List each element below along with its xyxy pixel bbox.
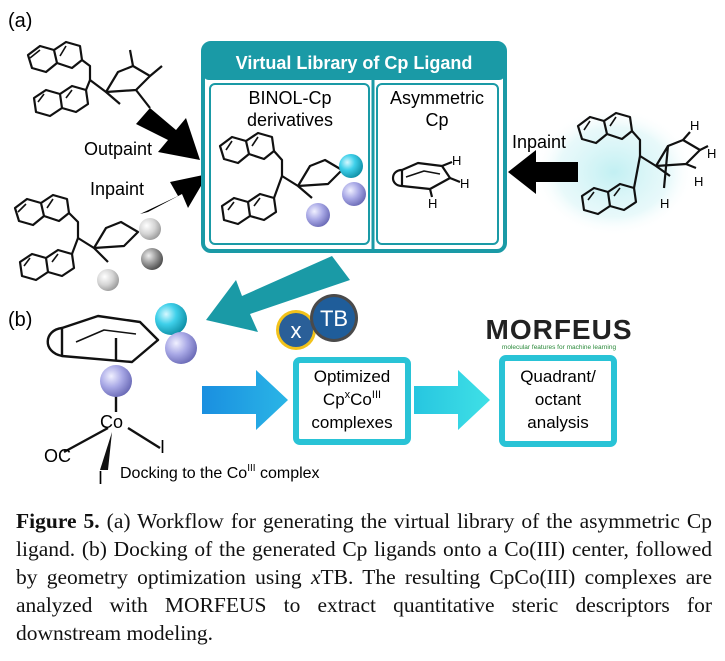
outpaint-arrow: [136, 108, 200, 160]
caption-xtb-rest: TB: [320, 565, 348, 589]
inpaint-arrow-left: [140, 174, 208, 214]
optimized-line2: CpxCoIII: [323, 389, 381, 409]
morfeus-tagline: molecular features for machine learning: [502, 344, 617, 351]
xtb-logo-x: x: [291, 318, 302, 343]
figure-caption: Figure 5. (a) Workflow for generating th…: [16, 507, 712, 647]
xtb-logo: x TB: [276, 294, 358, 350]
binol-cp-label-line2: derivatives: [247, 110, 333, 130]
atom-h: H: [694, 174, 703, 189]
atom-oc: OC: [44, 446, 71, 466]
optimized-complexes-box: [293, 357, 411, 445]
optimized-line1: Optimized: [314, 367, 391, 386]
docking-caption: Docking to the CoIII complex: [120, 463, 320, 482]
atom-co: Co: [100, 412, 123, 432]
analysis-box: [499, 355, 617, 447]
library-to-docking-arrow: [206, 256, 350, 332]
outpaint-label: Outpaint: [84, 139, 152, 159]
inpaint-arrow-right: [508, 150, 578, 194]
analysis-line3: analysis: [527, 413, 588, 432]
gray-sphere: [141, 248, 163, 270]
lavender-sphere: [342, 182, 366, 206]
cyan-sphere: [339, 154, 363, 178]
binol-cp-molecule-top-left: [26, 40, 163, 118]
binol-cp-molecule-bottom-left: [13, 193, 140, 282]
lavender-sphere: [100, 365, 132, 397]
morfeus-logo: MORFEUS molecular features for machine l…: [486, 314, 633, 351]
virtual-library-header: [203, 43, 505, 80]
xtb-logo-tb: TB: [320, 306, 348, 331]
analysis-line1: Quadrant/: [520, 367, 596, 386]
atom-h: H: [690, 118, 699, 133]
inpaint-label-left: Inpaint: [90, 179, 144, 199]
docking-to-optimized-arrow: [202, 370, 288, 430]
binol-cp-label-line1: BINOL-Cp: [248, 88, 331, 108]
optimized-to-analysis-arrow: [414, 370, 490, 430]
panel-label-b: (b): [8, 309, 32, 331]
asymmetric-cp-label-line1: Asymmetric: [390, 88, 484, 108]
caption-xtb-x: x: [310, 565, 321, 589]
lavender-sphere: [306, 203, 330, 227]
cyan-sphere: [155, 303, 187, 335]
atom-h: H: [428, 196, 437, 211]
molecule-glow: [534, 108, 694, 236]
atom-h: H: [460, 176, 469, 191]
gray-sphere: [139, 218, 161, 240]
analysis-line2: octant: [535, 390, 582, 409]
cp-co-complex: [46, 314, 161, 454]
atom-iodine: I: [160, 437, 165, 457]
library-inner-right: [376, 83, 499, 245]
gray-sphere: [97, 269, 119, 291]
binol-cp-molecule-right: [576, 111, 709, 216]
morfeus-logo-text: MORFEUS: [486, 314, 633, 345]
asymmetric-cp-molecule: [391, 160, 461, 198]
workflow-diagram: (a) (b) Outpaint Inpaint Virtual Library…: [8, 10, 716, 488]
wedge-bond: [100, 432, 112, 470]
inpaint-label-right: Inpaint: [512, 132, 566, 152]
library-inner-left: [209, 83, 370, 245]
caption-text-part1: (a) Workflow for generating the virtual …: [16, 509, 712, 589]
atom-h: H: [452, 153, 461, 168]
optimized-line3: complexes: [311, 413, 392, 432]
atom-h: H: [660, 196, 669, 211]
asymmetric-cp-label-line2: Cp: [425, 110, 448, 130]
atom-h: H: [707, 146, 716, 161]
virtual-library-title: Virtual Library of Cp Ligand: [236, 53, 473, 73]
lavender-sphere: [165, 332, 197, 364]
binol-cp-molecule-library: [218, 131, 344, 226]
figure-label: Figure 5.: [16, 509, 100, 533]
atom-iodine: I: [98, 468, 103, 488]
caption-text-part2: . The resulting CpCo(III) complexes are …: [16, 565, 712, 645]
panel-label-a: (a): [8, 10, 32, 32]
